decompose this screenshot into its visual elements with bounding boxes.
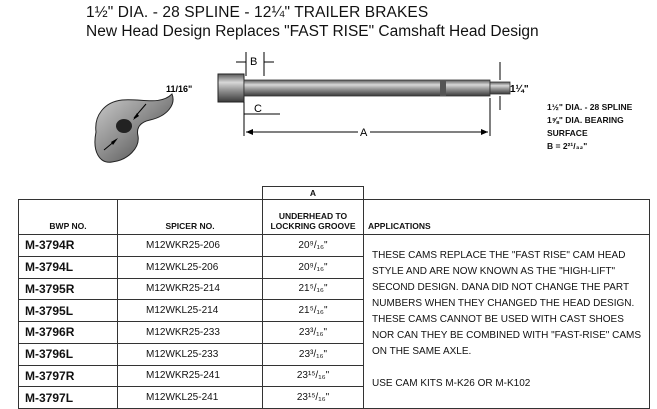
col-header-length: UNDERHEAD TO LOCKRING GROOVE [262, 199, 364, 235]
length-cell: 20⁹/₁₆" [262, 234, 364, 257]
spicer-cell: M12WKL25-206 [117, 255, 263, 279]
col-a-header: A [262, 186, 364, 200]
bwp-cell: M-3797L [18, 386, 118, 409]
camshaft-diagram: 11/16" B 1¼" C A [94, 52, 529, 163]
spicer-cell: M12WKR25-241 [117, 364, 263, 388]
table-row: M-3797R M12WKR25-241 23¹⁵/₁₆" [18, 364, 650, 388]
length-cell: 21⁵/₁₆" [262, 277, 364, 301]
spec-line: SURFACE [547, 128, 588, 138]
length-cell: 23¹⁵/₁₆" [262, 386, 364, 409]
spec-line: B = 2²¹/₃₂" [547, 141, 588, 151]
table-row: M-3794L M12WKL25-206 20⁹/₁₆" [18, 255, 650, 279]
table-row: M-3797L M12WKL25-241 23¹⁵/₁₆" [18, 386, 650, 409]
dim-diameter-label: 1¼" [510, 84, 529, 95]
table-row: M-3795L M12WKL25-214 21⁵/₁₆" [18, 299, 650, 322]
length-cell: 21⁵/₁₆" [262, 299, 364, 322]
bwp-cell: M-3795R [18, 277, 118, 301]
spec-line: 1½" DIA. - 28 SPLINE [547, 102, 633, 112]
table-row: M-3795R M12WKR25-214 21⁵/₁₆" [18, 277, 650, 301]
bwp-cell: M-3795L [18, 299, 118, 322]
length-cell: 23³/₁₆" [262, 321, 364, 344]
table-row: M-3794R M12WKR25-206 20⁹/₁₆" THESE CAMS … [18, 234, 650, 409]
col-header-applications: APPLICATIONS [363, 199, 650, 235]
bwp-cell: M-3797R [18, 364, 118, 388]
col-header-spicer: SPICER NO. [117, 199, 263, 235]
spicer-cell: M12WKL25-214 [117, 299, 263, 322]
spec-notes: 1½" DIA. - 28 SPLINE 1⅝" DIA. BEARING SU… [547, 101, 632, 153]
parts-table: A BWP NO. SPICER NO. UNDERHEAD TO LOCKRI… [18, 186, 650, 409]
bwp-cell: M-3794L [18, 255, 118, 279]
dim-a-label: A [360, 127, 368, 139]
applications-text: THESE CAMS REPLACE THE "FAST RISE" CAM H… [372, 250, 641, 357]
cam-head-image [94, 93, 174, 163]
spicer-cell: M12WKL25-233 [117, 342, 263, 366]
dim-b-label: B [250, 56, 257, 68]
bwp-cell: M-3794R [18, 234, 118, 257]
dim-c-label: C [254, 103, 262, 115]
spicer-cell: M12WKR25-206 [117, 234, 263, 257]
length-cell: 23³/₁₆" [262, 342, 364, 366]
table-row: M-3796L M12WKL25-233 23³/₁₆" [18, 342, 650, 366]
camshaft-image [217, 73, 511, 103]
spicer-cell: M12WKR25-233 [117, 321, 263, 344]
applications-cell: THESE CAMS REPLACE THE "FAST RISE" CAM H… [363, 234, 650, 409]
spicer-cell: M12WKR25-214 [117, 277, 263, 301]
length-cell: 20⁹/₁₆" [262, 255, 364, 279]
page-title: 1½" DIA. - 28 SPLINE - 12¼" TRAILER BRAK… [86, 4, 429, 21]
cam-dim-label: 11/16" [166, 84, 192, 94]
col-header-bwp: BWP NO. [18, 199, 118, 235]
bwp-cell: M-3796R [18, 321, 118, 344]
page-subtitle: New Head Design Replaces "FAST RISE" Cam… [86, 23, 539, 40]
bwp-cell: M-3796L [18, 342, 118, 366]
spec-line: 1⅝" DIA. BEARING [547, 115, 624, 125]
spicer-cell: M12WKL25-241 [117, 386, 263, 409]
applications-kits: USE CAM KITS M-K26 OR M-K102 [372, 378, 531, 389]
length-cell: 23¹⁵/₁₆" [262, 364, 364, 388]
